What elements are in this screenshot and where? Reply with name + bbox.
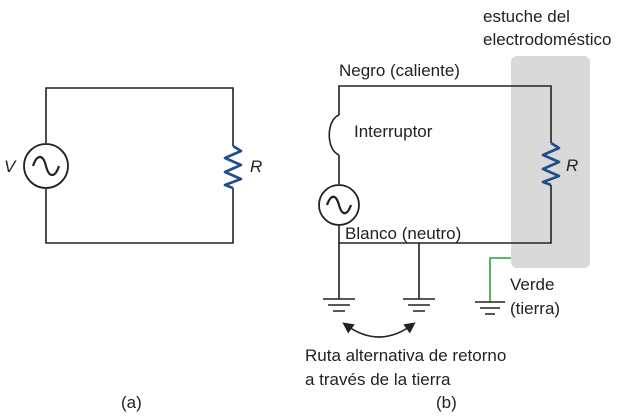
switch-arc-icon xyxy=(328,114,340,156)
ground-symbol-icon xyxy=(403,298,435,312)
ground-wire-label-line1: Verde xyxy=(510,275,554,294)
case-label-line2: electrodoméstico xyxy=(483,30,612,49)
resistor-zigzag-icon xyxy=(541,141,561,187)
panel-a: V R (a) xyxy=(4,87,262,412)
ground-wire-label-line2: (tierra) xyxy=(510,299,560,318)
panel-b: estuche del electrodoméstico Negro (cali… xyxy=(305,7,612,412)
appliance-case xyxy=(511,56,590,268)
return-path-line2: a través de la tierra xyxy=(305,370,451,389)
ground-lead-left xyxy=(338,243,420,299)
ac-source-icon xyxy=(318,184,360,226)
appliance-resistor-label: R xyxy=(566,156,578,175)
panel-a-circuit-wire xyxy=(45,87,234,244)
caption-a: (a) xyxy=(121,393,142,412)
source-label-v: V xyxy=(4,157,17,176)
neutral-wire-label: Blanco (neutro) xyxy=(345,224,461,243)
resistor-label-r: R xyxy=(250,157,262,176)
caption-b: (b) xyxy=(436,393,457,412)
resistor-zigzag-icon xyxy=(223,144,243,190)
case-label-line1: estuche del xyxy=(483,7,570,26)
curved-double-arrow-icon xyxy=(342,322,416,338)
hot-wire xyxy=(338,85,552,143)
ac-source-icon xyxy=(23,143,69,189)
neutral-wire xyxy=(338,185,552,244)
return-path-line1: Ruta alternativa de retorno xyxy=(305,346,506,365)
switch-label: Interruptor xyxy=(354,122,433,141)
hot-wire-label: Negro (caliente) xyxy=(339,61,460,80)
ground-symbol-icon xyxy=(323,298,355,312)
green-ground-wire xyxy=(489,257,511,302)
ground-symbol-icon xyxy=(475,301,505,315)
